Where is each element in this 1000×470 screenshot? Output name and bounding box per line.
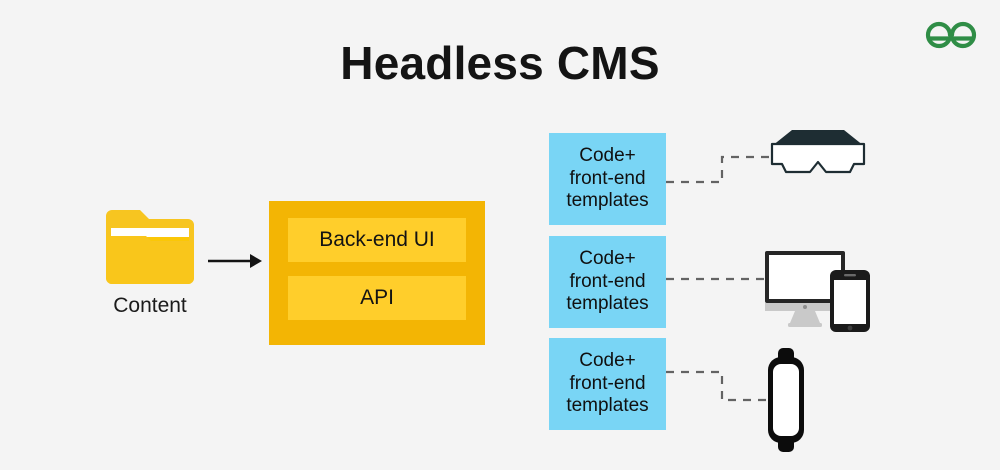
channel-line-2: front-end (569, 372, 646, 394)
channel-line-1: Code+ (579, 248, 636, 270)
connector-channel-3 (666, 368, 774, 404)
vr-headset-glyph (770, 130, 866, 174)
content-label: Content (113, 294, 187, 317)
desktop-phone-glyph (765, 251, 870, 332)
smartwatch-icon (762, 348, 810, 452)
dashed-line-icon (666, 277, 766, 281)
folder-glyph (106, 210, 194, 284)
right-arrow-icon (208, 250, 264, 272)
channel-line-3: templates (566, 395, 649, 417)
channel-line-2: front-end (569, 167, 646, 189)
arrow-glyph (208, 254, 262, 268)
backend-ui-panel[interactable]: Back-end UI (288, 218, 466, 262)
channel-line-3: templates (566, 293, 649, 315)
desktop-and-phone-icon (762, 248, 874, 332)
channel-box-1[interactable]: Code+ front-end templates (549, 133, 666, 225)
vr-headset-icon (770, 128, 866, 184)
channel-line-1: Code+ (579, 145, 636, 167)
geeksforgeeks-logo (918, 18, 984, 52)
channel-line-2: front-end (569, 270, 646, 292)
backend-cms-block: Back-end UI API (269, 201, 485, 345)
channel-line-3: templates (566, 190, 649, 212)
channel-box-3[interactable]: Code+ front-end templates (549, 338, 666, 430)
connector-channel-1 (666, 152, 774, 184)
channel-line-1: Code+ (579, 350, 636, 372)
connector-channel-2 (666, 272, 766, 284)
dashed-elbow-up-icon (666, 155, 774, 184)
folder-icon (102, 206, 198, 288)
content-source: Content (94, 206, 206, 324)
page-title: Headless CMS (340, 37, 660, 89)
channel-box-2[interactable]: Code+ front-end templates (549, 236, 666, 328)
api-panel[interactable]: API (288, 276, 466, 320)
gfg-logo-icon (925, 21, 977, 49)
dashed-elbow-down-icon (666, 370, 774, 402)
smartwatch-glyph (768, 348, 804, 452)
